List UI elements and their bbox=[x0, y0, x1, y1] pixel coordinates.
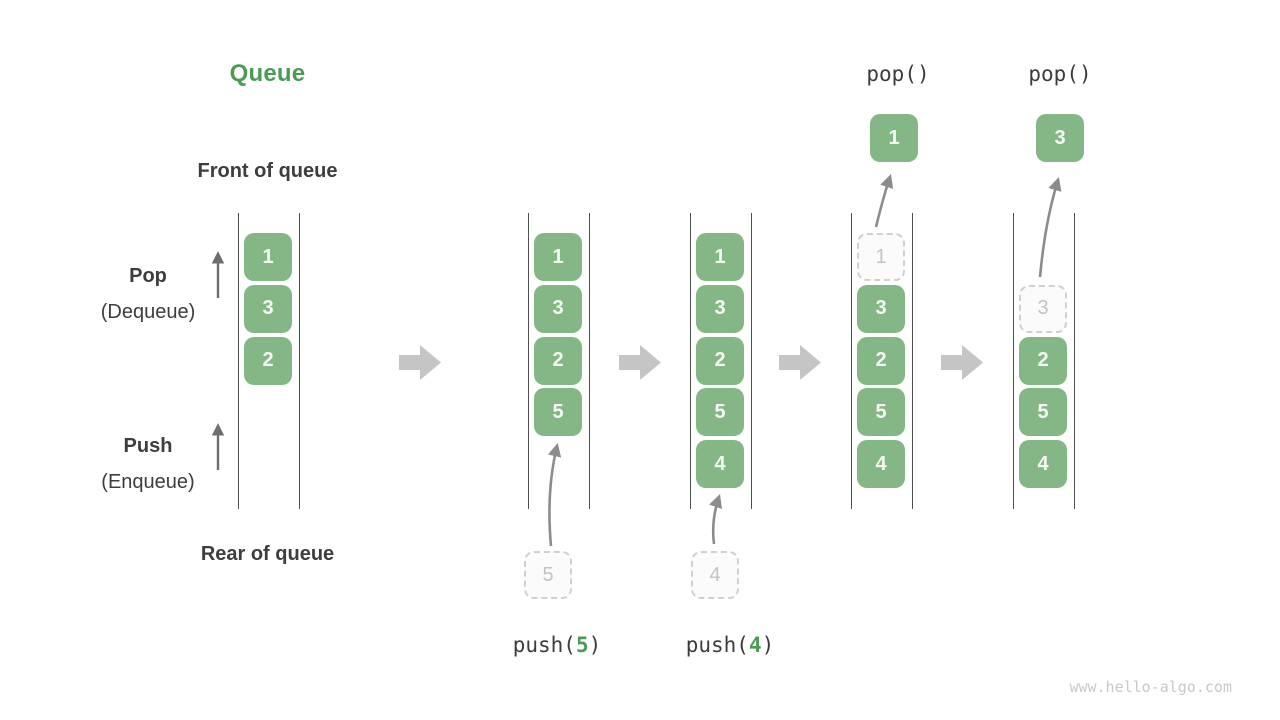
queue-cell: 5 bbox=[857, 388, 905, 437]
pop-label: Pop bbox=[129, 265, 167, 287]
queue-cell: 5 bbox=[534, 388, 582, 437]
staged-value-box: 4 bbox=[691, 551, 739, 599]
queue-cell: 5 bbox=[1019, 388, 1067, 437]
pop-3-arrow-icon bbox=[1038, 177, 1062, 278]
queue-cell: 2 bbox=[696, 336, 744, 385]
diagram-title: Queue bbox=[229, 60, 306, 87]
queue-channel-line bbox=[1012, 213, 1014, 509]
queue-cell: 3 bbox=[244, 284, 292, 333]
push-4-arrow-icon bbox=[709, 494, 722, 545]
push-5-arrow-icon bbox=[548, 442, 562, 547]
push-side-label: Push (Enqueue) bbox=[68, 428, 228, 500]
queue-cell: 5 bbox=[696, 388, 744, 437]
operation-argument: 5 bbox=[575, 633, 589, 657]
pop-side-label: Pop (Dequeue) bbox=[68, 258, 228, 330]
queue-channel-line bbox=[298, 213, 300, 509]
pop-1-arrow-icon bbox=[874, 174, 894, 228]
queue-cell: 1 bbox=[244, 233, 292, 281]
queue-channel-line bbox=[1073, 213, 1075, 509]
queue-cell: 3 bbox=[857, 284, 905, 333]
queue-cell: 1 bbox=[534, 233, 582, 281]
popped-value-box: 1 bbox=[870, 114, 918, 162]
queue-channel-line bbox=[527, 213, 529, 509]
queue-cell: 3 bbox=[534, 284, 582, 333]
operation-label: pop() bbox=[866, 62, 930, 86]
operation-argument: 4 bbox=[748, 633, 762, 657]
operation-label: push(4) bbox=[685, 633, 775, 657]
queue-channel-line bbox=[588, 213, 590, 509]
queue-channel-line bbox=[750, 213, 752, 509]
popped-value-box: 3 bbox=[1036, 114, 1084, 162]
queue-channel-line bbox=[850, 213, 852, 509]
operation-label: push(5) bbox=[512, 633, 602, 657]
queue-cell: 4 bbox=[1019, 440, 1067, 488]
queue-cell: 3 bbox=[696, 284, 744, 333]
enqueue-label: (Enqueue) bbox=[101, 471, 195, 493]
dequeue-label: (Dequeue) bbox=[100, 301, 196, 323]
transition-arrow-icon bbox=[619, 345, 661, 380]
queue-cell: 2 bbox=[534, 336, 582, 385]
queue-channel-line bbox=[689, 213, 691, 509]
queue-cell-ghost: 1 bbox=[857, 233, 905, 281]
rear-of-queue-label: Rear of queue bbox=[200, 543, 335, 565]
queue-cell: 4 bbox=[696, 440, 744, 488]
queue-cell-ghost: 3 bbox=[1019, 284, 1067, 333]
queue-cell: 2 bbox=[857, 336, 905, 385]
queue-cell: 2 bbox=[1019, 336, 1067, 385]
queue-cell: 1 bbox=[696, 233, 744, 281]
transition-arrow-icon bbox=[941, 345, 983, 380]
watermark: www.hello-algo.com bbox=[1069, 678, 1232, 696]
operation-label: pop() bbox=[1028, 62, 1092, 86]
staged-value-box: 5 bbox=[524, 551, 572, 599]
queue-channel-line bbox=[911, 213, 913, 509]
queue-cell: 4 bbox=[857, 440, 905, 488]
queue-channel-line bbox=[237, 213, 239, 509]
front-of-queue-label: Front of queue bbox=[197, 160, 338, 182]
push-label: Push bbox=[123, 435, 173, 457]
transition-arrow-icon bbox=[399, 345, 441, 380]
transition-arrow-icon bbox=[779, 345, 821, 380]
queue-cell: 2 bbox=[244, 336, 292, 385]
